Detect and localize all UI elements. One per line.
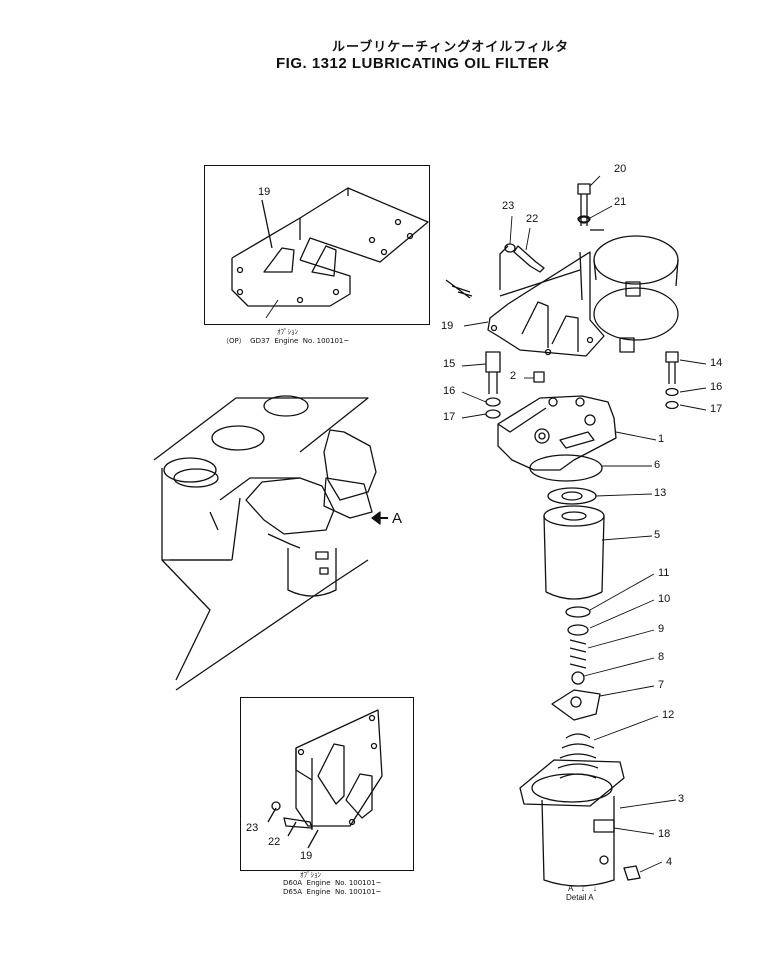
part-number-20: 20 (614, 163, 627, 175)
engine-block (153, 395, 377, 691)
inset-bottom-caption-kana: ｵﾌﾟｼｮﾝ (300, 871, 321, 879)
bottom-inset-bracket (267, 709, 383, 849)
part-number-6: 6 (654, 459, 661, 471)
part-number-17-left: 17 (443, 411, 456, 423)
part-number-22-inset: 22 (268, 836, 281, 848)
inset-bottom-caption-line2: D65A Engine No. 100101~ (283, 888, 382, 896)
part-number-9: 9 (658, 623, 665, 635)
band-clamp (590, 229, 679, 353)
title-japanese: ルーブリケーチィングオイルフィルタ (332, 39, 569, 54)
bolt-22-washer-23 (504, 243, 545, 273)
inset-bracket-top (204, 165, 430, 325)
inset-bottom-caption-line1: D60A Engine No. 100101~ (283, 879, 382, 887)
part-number-18: 18 (658, 828, 671, 840)
part-number-19-inset: 19 (258, 186, 271, 198)
plug-2 (533, 371, 545, 383)
drain-plug-4 (623, 865, 641, 881)
small-washers (578, 216, 590, 224)
spring-stack (551, 606, 601, 721)
part-number-17-right: 17 (710, 403, 723, 415)
bolt-20 (577, 183, 591, 226)
part-number-1: 1 (658, 433, 665, 445)
part-number-16-left: 16 (443, 385, 456, 397)
part-number-14: 14 (710, 357, 723, 369)
part-number-11: 11 (658, 567, 670, 579)
part-number-23: 23 (502, 200, 515, 212)
view-a-label: A (392, 510, 403, 527)
part-number-23-inset: 23 (246, 822, 259, 834)
part-number-15: 15 (443, 358, 456, 370)
part-number-3: 3 (678, 793, 685, 805)
detail-a-label-top: A ↓ ↓ (568, 884, 597, 893)
part-number-12: 12 (662, 709, 675, 721)
detail-a-label: Detail A (566, 893, 594, 902)
inset-top-caption-kana: ｵﾌﾟｼｮﾝ (277, 328, 298, 336)
inset-bracket-bottom (240, 697, 414, 871)
o-ring-6 (529, 454, 603, 482)
center-bolt-12 (557, 733, 599, 779)
top-inset-bracket (231, 187, 429, 307)
part-number-16-right: 16 (710, 381, 723, 393)
part-number-19: 19 (441, 320, 454, 332)
stud-15 (485, 351, 501, 419)
part-number-21: 21 (614, 196, 627, 208)
filter-case-3 (519, 759, 625, 887)
bolt-14 (665, 351, 679, 410)
part-number-22: 22 (526, 213, 539, 225)
part-number-4: 4 (666, 856, 673, 868)
seal-13 (547, 487, 597, 505)
element-5 (543, 505, 605, 600)
part-number-5: 5 (654, 529, 661, 541)
figure-title: FIG. 1312 LUBRICATING OIL FILTER (276, 55, 550, 72)
part-number-2: 2 (510, 370, 517, 382)
part-number-7: 7 (658, 679, 665, 691)
part-number-8: 8 (658, 651, 665, 663)
bracket-19 (445, 245, 605, 357)
part-number-13: 13 (654, 487, 667, 499)
part-number-19-inset-bottom: 19 (300, 850, 313, 862)
inset-top-caption: （OP） GD37 Engine No. 100101~ (222, 337, 350, 345)
filter-head-1 (497, 395, 617, 471)
part-number-10: 10 (658, 593, 671, 605)
